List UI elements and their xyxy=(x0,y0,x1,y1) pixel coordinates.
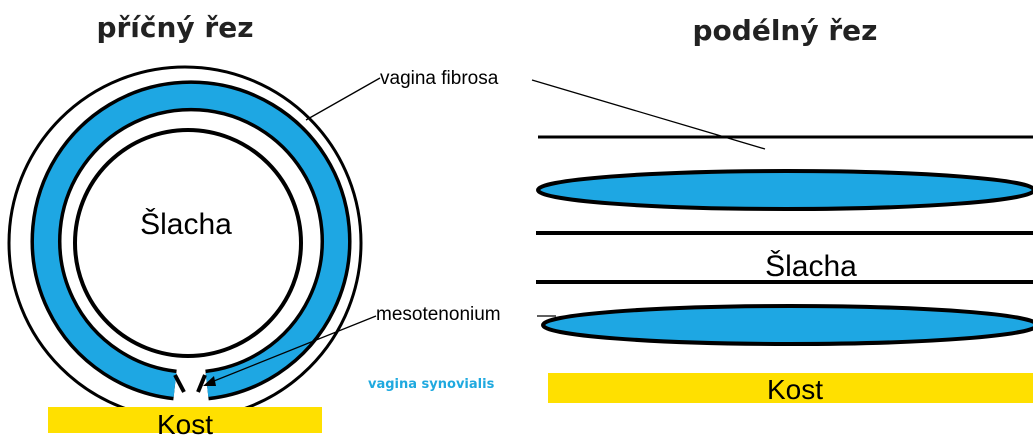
mesotenonium-gap-right xyxy=(198,375,205,392)
label-vagina-synovialis: vagina synovialis xyxy=(368,377,495,392)
pointer-fibrosa-right xyxy=(532,80,765,149)
pointer-fibrosa-left xyxy=(306,78,380,120)
label-vagina-fibrosa: vagina fibrosa xyxy=(380,68,499,89)
tendon-label-right: Šlacha xyxy=(765,249,857,283)
synovial-sheath-top xyxy=(538,171,1033,209)
title-cross-section: příčný řez xyxy=(96,11,253,44)
title-longitudinal-section: podélný řez xyxy=(693,14,878,47)
mesotenonium-gap-left xyxy=(175,375,184,392)
bone-label-left: Kost xyxy=(157,409,213,435)
tendon-label-left: Šlacha xyxy=(140,207,232,241)
tendon-circle xyxy=(75,130,301,356)
synovial-sheath-bottom xyxy=(543,306,1033,344)
bone-label-right: Kost xyxy=(767,374,823,405)
label-mesotenonium: mesotenonium xyxy=(376,304,501,325)
